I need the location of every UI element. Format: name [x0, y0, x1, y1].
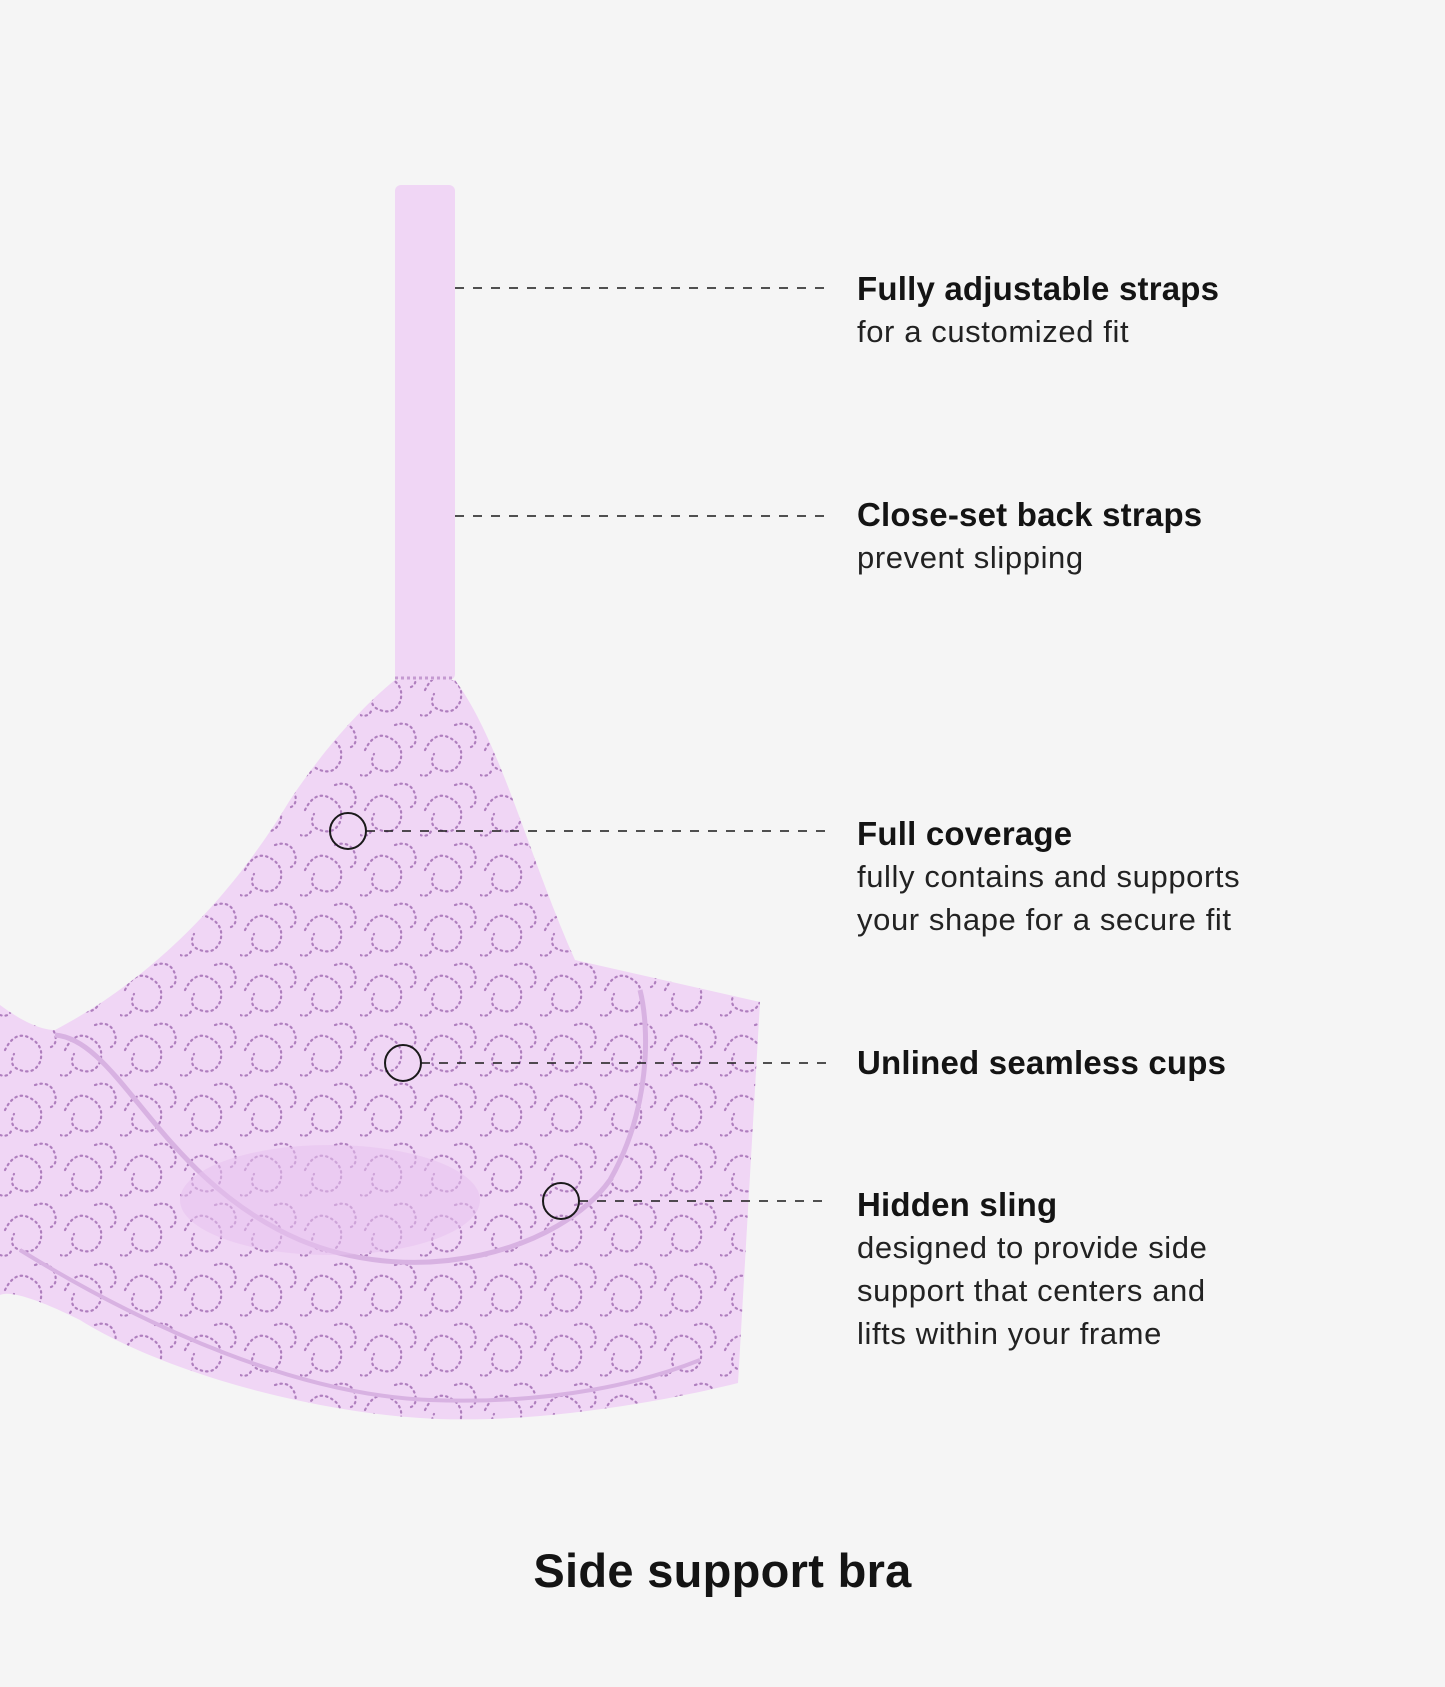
- feature-adjustable-straps: Fully adjustable straps for a customized…: [857, 268, 1417, 353]
- feature-description: designed to provide side support that ce…: [857, 1230, 1208, 1351]
- feature-back-straps: Close-set back straps prevent slipping: [857, 494, 1417, 579]
- feature-description: for a customized fit: [857, 314, 1130, 349]
- strap: [395, 185, 455, 680]
- feature-full-coverage: Full coverage fully contains and support…: [857, 813, 1297, 941]
- underwire-band: [18, 1248, 701, 1403]
- feature-description: fully contains and supports your shape f…: [857, 859, 1241, 937]
- underwire-seam: [54, 989, 649, 1265]
- feature-hidden-sling: Hidden sling designed to provide side su…: [857, 1184, 1257, 1355]
- feature-description: prevent slipping: [857, 540, 1084, 575]
- feature-title: Fully adjustable straps: [857, 270, 1220, 307]
- feature-title: Hidden sling: [857, 1186, 1058, 1223]
- bra-cup-lace: [0, 680, 760, 1420]
- feature-seamless-cups: Unlined seamless cups: [857, 1042, 1417, 1084]
- cup-shading: [180, 1145, 480, 1255]
- feature-title: Unlined seamless cups: [857, 1044, 1227, 1081]
- feature-title: Close-set back straps: [857, 496, 1203, 533]
- product-title: Side support bra: [533, 1544, 912, 1597]
- feature-title: Full coverage: [857, 815, 1073, 852]
